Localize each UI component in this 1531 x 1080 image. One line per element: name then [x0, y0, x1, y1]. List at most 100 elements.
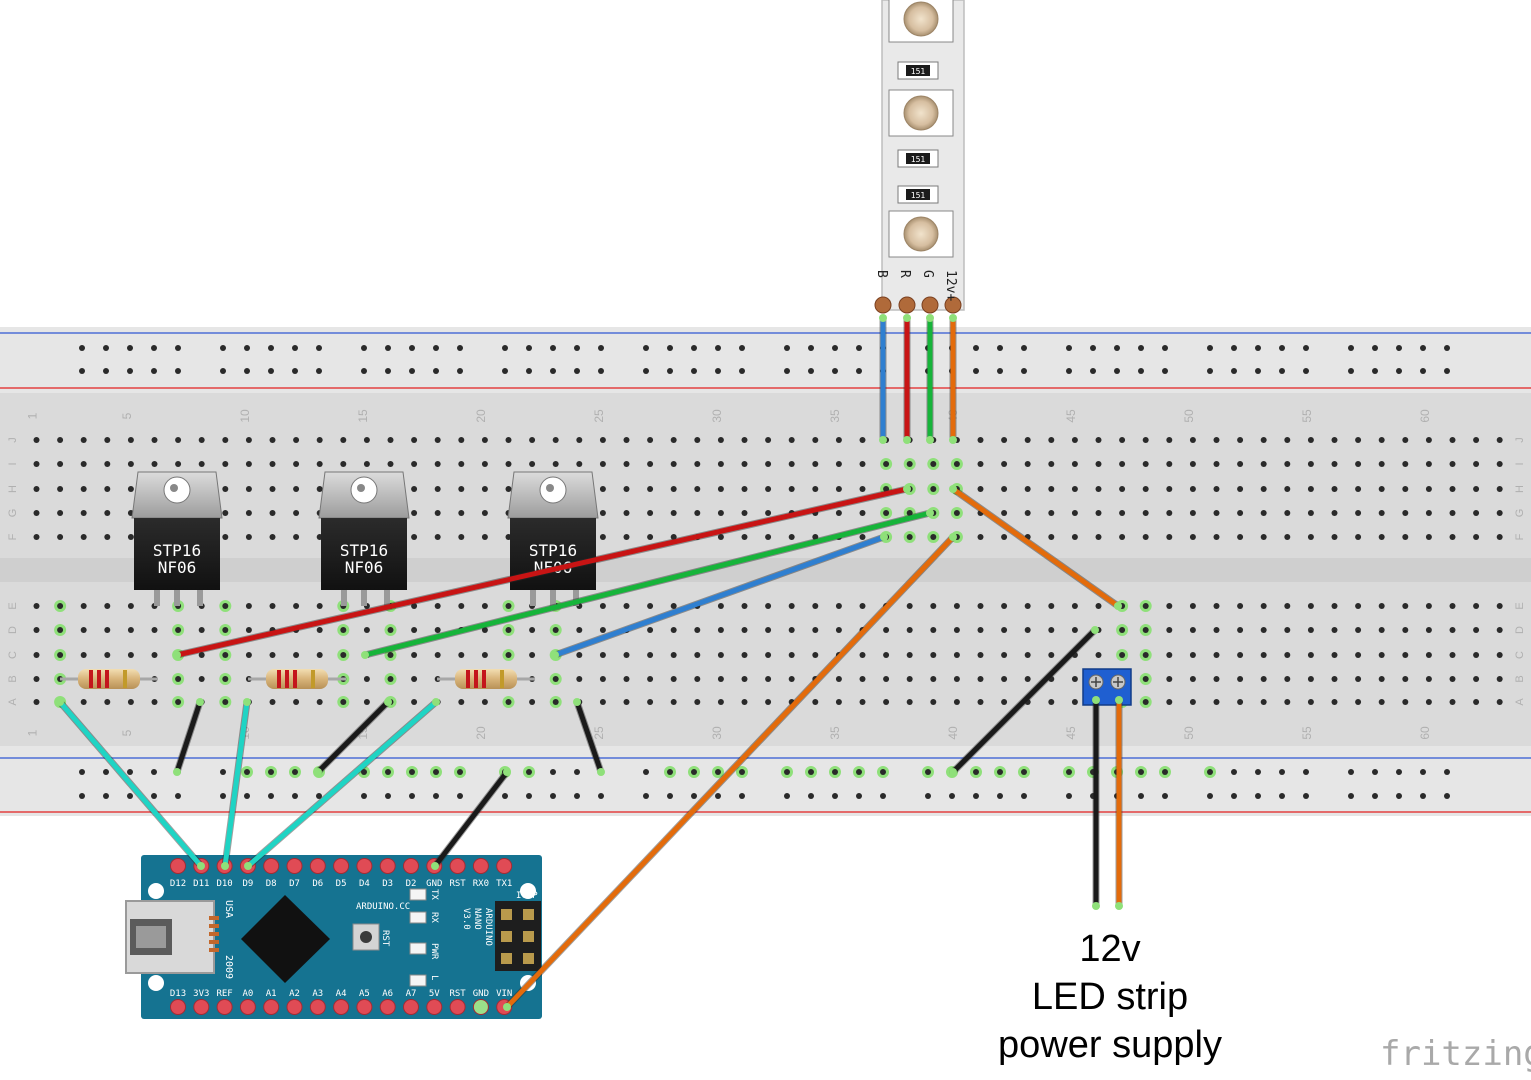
nano-pin[interactable]	[379, 858, 396, 874]
breadboard-hole[interactable]	[717, 603, 724, 609]
breadboard-hole[interactable]	[812, 652, 819, 658]
breadboard-hole[interactable]	[434, 627, 441, 633]
rail-hole[interactable]	[175, 368, 181, 374]
breadboard-hole[interactable]	[80, 699, 87, 705]
breadboard-hole[interactable]	[222, 461, 229, 467]
breadboard-hole[interactable]	[670, 676, 677, 682]
breadboard-hole[interactable]	[104, 486, 111, 492]
breadboard-hole[interactable]	[458, 534, 465, 540]
breadboard-hole[interactable]	[340, 627, 347, 633]
breadboard-hole[interactable]	[977, 652, 984, 658]
breadboard-hole[interactable]	[1496, 437, 1503, 443]
resistor[interactable]	[248, 669, 346, 689]
breadboard-hole[interactable]	[293, 461, 300, 467]
breadboard-hole[interactable]	[387, 437, 394, 443]
breadboard-hole[interactable]	[151, 437, 158, 443]
breadboard-hole[interactable]	[883, 486, 890, 492]
breadboard-hole[interactable]	[1095, 437, 1102, 443]
breadboard-hole[interactable]	[1496, 676, 1503, 682]
breadboard-hole[interactable]	[198, 437, 205, 443]
rail-hole[interactable]	[643, 793, 649, 799]
rail-hole[interactable]	[598, 368, 604, 374]
rail-hole[interactable]	[739, 793, 745, 799]
breadboard-hole[interactable]	[316, 486, 323, 492]
rail-hole[interactable]	[502, 793, 508, 799]
breadboard-hole[interactable]	[599, 627, 606, 633]
breadboard-hole[interactable]	[1095, 461, 1102, 467]
breadboard-hole[interactable]	[741, 510, 748, 516]
breadboard-hole[interactable]	[458, 461, 465, 467]
breadboard-hole[interactable]	[57, 534, 64, 540]
nano-pin[interactable]	[472, 858, 489, 874]
breadboard-hole[interactable]	[1024, 676, 1031, 682]
nano-pin[interactable]	[193, 999, 210, 1015]
breadboard-hole[interactable]	[1378, 534, 1385, 540]
breadboard-hole[interactable]	[953, 652, 960, 658]
breadboard-hole[interactable]	[1307, 534, 1314, 540]
breadboard-hole[interactable]	[1378, 437, 1385, 443]
rail-hole[interactable]	[784, 345, 790, 351]
breadboard-hole[interactable]	[788, 534, 795, 540]
breadboard-hole[interactable]	[859, 510, 866, 516]
breadboard-hole[interactable]	[670, 627, 677, 633]
breadboard-hole[interactable]	[1449, 676, 1456, 682]
breadboard-hole[interactable]	[1024, 652, 1031, 658]
breadboard-hole[interactable]	[741, 627, 748, 633]
breadboard-hole[interactable]	[1378, 461, 1385, 467]
breadboard-hole[interactable]	[1071, 437, 1078, 443]
wire-gnd-mosfet2[interactable]	[314, 698, 392, 776]
breadboard-hole[interactable]	[127, 652, 134, 658]
resistor[interactable]	[60, 669, 158, 689]
breadboard-hole[interactable]	[1449, 534, 1456, 540]
breadboard-hole[interactable]	[269, 534, 276, 540]
breadboard-hole[interactable]	[1284, 510, 1291, 516]
rail-hole[interactable]	[1279, 345, 1285, 351]
breadboard-hole[interactable]	[576, 652, 583, 658]
breadboard-hole[interactable]	[1095, 603, 1102, 609]
breadboard-hole[interactable]	[1237, 534, 1244, 540]
rail-hole[interactable]	[244, 368, 250, 374]
breadboard-hole[interactable]	[1237, 627, 1244, 633]
rail-hole[interactable]	[739, 769, 745, 775]
breadboard-hole[interactable]	[458, 699, 465, 705]
rail-hole[interactable]	[598, 345, 604, 351]
rail-hole[interactable]	[1255, 793, 1261, 799]
breadboard-hole[interactable]	[1260, 627, 1267, 633]
rail-hole[interactable]	[784, 368, 790, 374]
breadboard-hole[interactable]	[835, 627, 842, 633]
breadboard-hole[interactable]	[670, 699, 677, 705]
wire-strip-green[interactable]	[926, 314, 934, 444]
breadboard-hole[interactable]	[1425, 486, 1432, 492]
breadboard-hole[interactable]	[434, 437, 441, 443]
breadboard-hole[interactable]	[1142, 461, 1149, 467]
breadboard-hole[interactable]	[1119, 437, 1126, 443]
breadboard-hole[interactable]	[906, 627, 913, 633]
breadboard-hole[interactable]	[481, 486, 488, 492]
breadboard-hole[interactable]	[1071, 510, 1078, 516]
breadboard-hole[interactable]	[1284, 534, 1291, 540]
breadboard-hole[interactable]	[363, 676, 370, 682]
breadboard-hole[interactable]	[269, 603, 276, 609]
breadboard-hole[interactable]	[1213, 676, 1220, 682]
rail-hole[interactable]	[667, 769, 673, 775]
rail-hole[interactable]	[1162, 769, 1168, 775]
breadboard-hole[interactable]	[434, 603, 441, 609]
breadboard-hole[interactable]	[33, 627, 40, 633]
breadboard-hole[interactable]	[293, 652, 300, 658]
breadboard-hole[interactable]	[1496, 652, 1503, 658]
breadboard-hole[interactable]	[340, 461, 347, 467]
rail-hole[interactable]	[1444, 769, 1450, 775]
rail-hole[interactable]	[643, 368, 649, 374]
rail-hole[interactable]	[715, 345, 721, 351]
rail-hole[interactable]	[691, 368, 697, 374]
breadboard-hole[interactable]	[505, 461, 512, 467]
breadboard-hole[interactable]	[1166, 699, 1173, 705]
rail-hole[interactable]	[526, 793, 532, 799]
breadboard-hole[interactable]	[953, 627, 960, 633]
breadboard-hole[interactable]	[1189, 603, 1196, 609]
rail-hole[interactable]	[1207, 345, 1213, 351]
breadboard-hole[interactable]	[906, 676, 913, 682]
breadboard-hole[interactable]	[293, 699, 300, 705]
breadboard-hole[interactable]	[1307, 510, 1314, 516]
